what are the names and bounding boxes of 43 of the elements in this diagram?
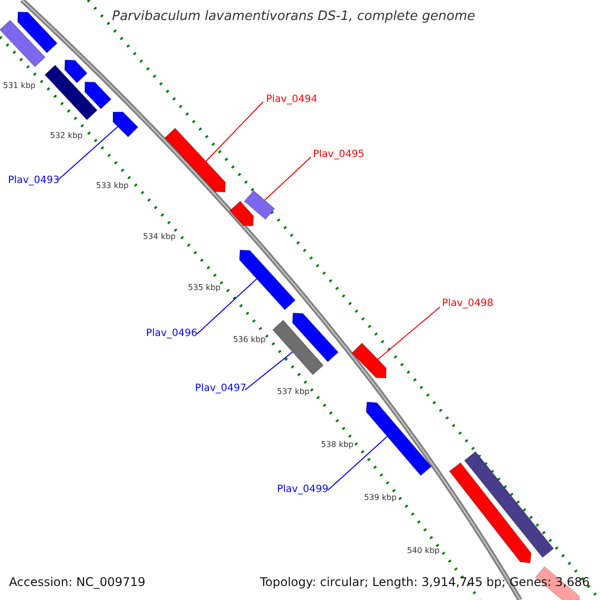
leader-line [196,278,258,334]
scale-label: 540 kbp [407,547,440,555]
gene-feature [17,12,58,54]
scale-label: 533 kbp [96,182,129,190]
gene-block [244,190,276,220]
gene-block [272,320,324,376]
gene-label: Plav_0497 [195,384,246,394]
leader-line [244,351,294,390]
leader-line [205,102,264,162]
gene-block [44,64,98,120]
gene-block [464,451,554,558]
scale-label: 536 kbp [233,336,266,344]
gene-feature [64,60,88,84]
genome-info-text: Topology: circular; Length: 3,914,745 bp; Genes: 3,686 [260,576,590,588]
title: Parvibaculum lavamentivorans DS-1, complete genome [112,10,476,23]
leader-line [58,126,118,180]
gene-feature [112,112,138,138]
scale-label: 534 kbp [143,233,176,241]
leader-line [377,306,440,360]
scale-label: 532 kbp [50,132,83,140]
leader-line [264,156,312,201]
gene-feature [239,250,296,310]
gene-feature [229,200,254,226]
gene-feature [366,402,432,476]
gene-feature [351,342,387,378]
gene-feature [164,128,226,192]
gene-block [0,20,46,68]
gene-label: Plav_0493 [8,176,60,186]
gene-label: Plav_0499 [277,485,328,495]
scale-label: 538 kbp [321,441,354,449]
scale-label: 539 kbp [364,494,397,502]
gene-label: Plav_0495 [313,150,364,160]
scale-label: 531 kbp [3,82,36,90]
gene-feature [448,462,532,564]
gene-label: Plav_0494 [266,95,318,105]
gene-label: Plav_0496 [146,329,198,339]
gene-feature [292,312,339,362]
gene-feature [84,82,112,110]
gene-label: Plav_0498 [442,299,494,309]
scale-label: 535 kbp [188,284,221,292]
leader-line [328,436,388,490]
accession-text: Accession: NC_009719 [9,576,146,588]
scale-label: 537 kbp [277,388,310,396]
